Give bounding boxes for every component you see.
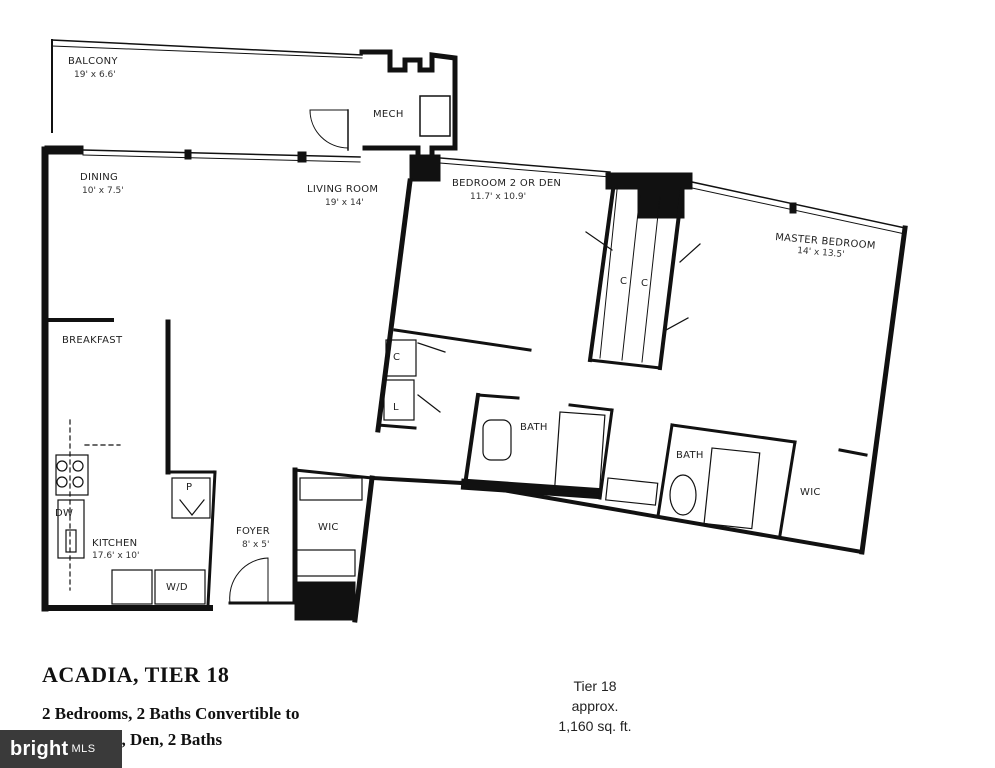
label-closet-3: C xyxy=(393,352,400,363)
watermark-brand: bright xyxy=(10,737,69,760)
interior-walls xyxy=(48,178,868,607)
label-pantry: P xyxy=(186,482,192,493)
label-foyer: FOYER xyxy=(236,526,270,537)
label-balcony: BALCONY xyxy=(68,56,118,67)
label-dishwasher: DW xyxy=(55,508,73,519)
label-bedroom-2: BEDROOM 2 OR DEN xyxy=(452,178,561,189)
tier-label: Tier 18 xyxy=(573,678,617,694)
label-living-room: LIVING ROOM xyxy=(307,184,378,195)
plan-subtitle-line-1: 2 Bedrooms, 2 Baths Convertible to xyxy=(42,704,300,723)
fixtures xyxy=(55,231,761,605)
area-label: 1,160 sq. ft. xyxy=(558,718,632,734)
label-mech: MECH xyxy=(373,109,404,120)
label-washer-dryer: W/D xyxy=(166,582,188,593)
room-labels: BALCONY 19' x 6.6' MECH DINING 10' x 7.5… xyxy=(55,56,876,593)
label-bath-2: BATH xyxy=(676,450,704,461)
size-balcony: 19' x 6.6' xyxy=(74,70,116,80)
plan-title: ACADIA, TIER 18 xyxy=(42,662,230,687)
label-wic-foyer: WIC xyxy=(318,522,339,533)
balcony-outline xyxy=(51,39,363,133)
label-closet-2: C xyxy=(641,278,648,289)
label-dining: DINING xyxy=(80,172,118,183)
label-bath-1: BATH xyxy=(520,422,548,433)
exterior-walls xyxy=(41,145,908,623)
size-master-bedroom: 14' x 13.5' xyxy=(797,246,845,260)
label-kitchen: KITCHEN xyxy=(92,538,137,549)
bright-mls-watermark: bright MLS xyxy=(0,730,122,768)
size-foyer: 8' x 5' xyxy=(242,540,269,550)
size-bedroom-2: 11.7' x 10.9' xyxy=(470,192,526,202)
size-kitchen: 17.6' x 10' xyxy=(92,551,140,561)
size-living-room: 19' x 14' xyxy=(325,198,364,208)
label-wic-master: WIC xyxy=(800,487,821,498)
approx-label: approx. xyxy=(571,698,619,714)
watermark-suffix: MLS xyxy=(71,743,96,755)
label-breakfast: BREAKFAST xyxy=(62,335,123,346)
label-linen: L xyxy=(393,402,399,413)
mech-room xyxy=(309,49,458,163)
size-dining: 10' x 7.5' xyxy=(82,186,124,196)
label-closet-1: C xyxy=(620,276,627,287)
